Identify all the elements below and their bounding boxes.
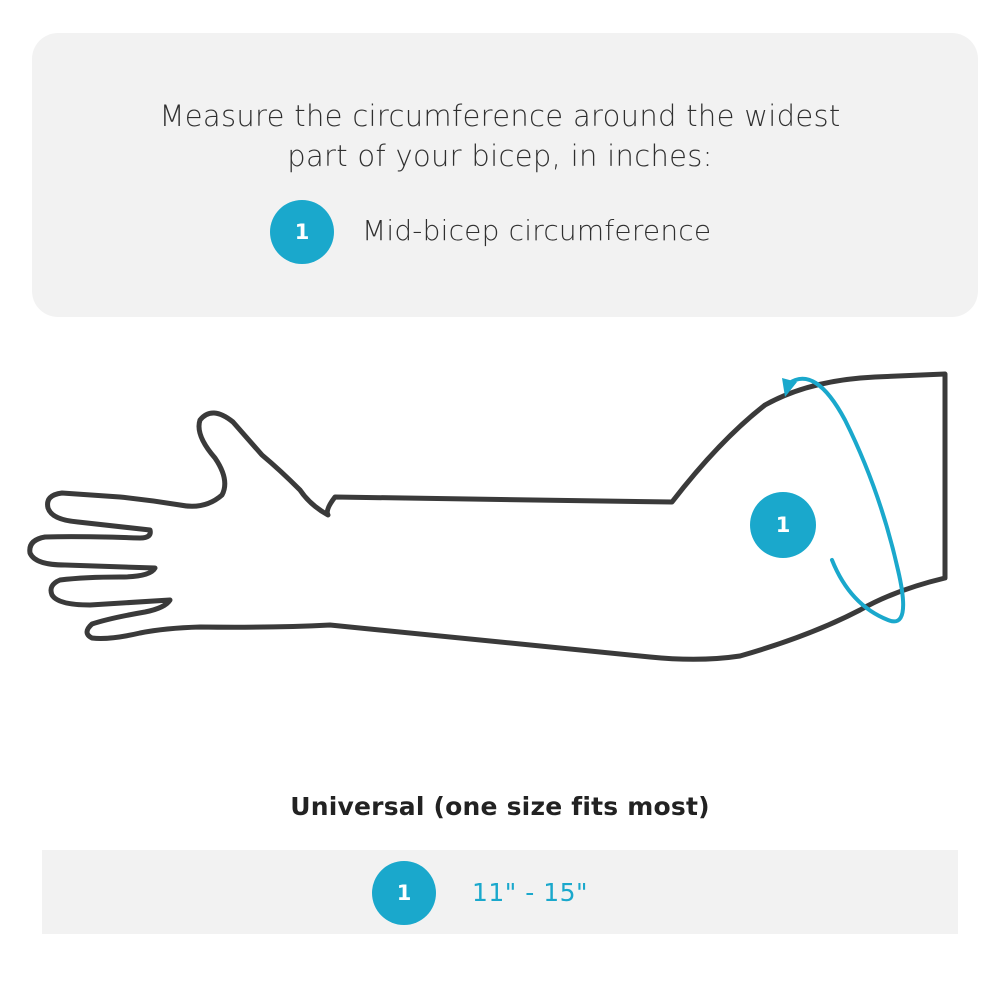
- instruction-line-2: part of your bicep, in inches:: [287, 139, 713, 173]
- arm-marker-badge: 1: [750, 492, 816, 558]
- instruction-card: [32, 33, 978, 317]
- legend-label: Mid-bicep circumference: [362, 214, 712, 247]
- arm-illustration: [27, 371, 948, 662]
- size-row-range: 11" - 15": [472, 878, 589, 907]
- legend-number-badge: 1: [270, 200, 334, 264]
- size-table-title: Universal (one size fits most): [290, 792, 710, 821]
- size-row-number-badge: 1: [372, 861, 436, 925]
- circumference-loop-icon: [782, 376, 906, 624]
- instruction-text: Measure the circumference around the wid…: [0, 96, 1000, 176]
- arm-outline-icon: [27, 371, 948, 662]
- instruction-line-1: Measure the circumference around the wid…: [159, 99, 841, 133]
- size-row: 1 11" - 15": [42, 850, 958, 934]
